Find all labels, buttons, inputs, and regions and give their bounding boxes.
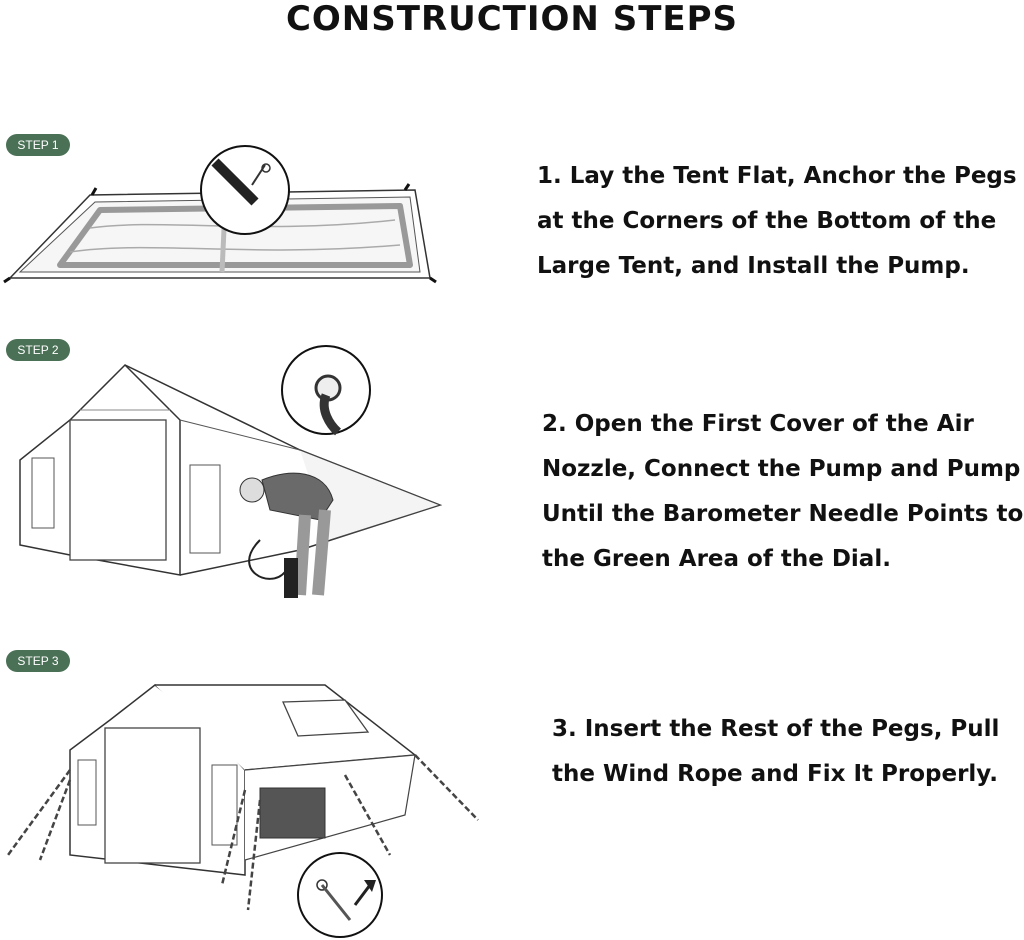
step-3-badge: STEP 3 bbox=[6, 650, 70, 672]
step-2-line: 2. Open the First Cover of the Air bbox=[542, 402, 1023, 447]
step-3-line: the Wind Rope and Fix It Properly. bbox=[552, 752, 999, 797]
step-1-line: at the Corners of the Bottom of the bbox=[537, 199, 1017, 244]
step-2-illustration bbox=[0, 340, 450, 610]
step-1-line: 1. Lay the Tent Flat, Anchor the Pegs bbox=[537, 154, 1017, 199]
step-1-illustration bbox=[0, 140, 440, 300]
step-2-description: 2. Open the First Cover of the Air Nozzl… bbox=[542, 402, 1023, 582]
page-title: CONSTRUCTION STEPS bbox=[0, 0, 1024, 38]
step-3-illustration bbox=[0, 680, 480, 940]
step-1-line: Large Tent, and Install the Pump. bbox=[537, 244, 1017, 289]
step-2-line: the Green Area of the Dial. bbox=[542, 537, 1023, 582]
step-2-line: Until the Barometer Needle Points to bbox=[542, 492, 1023, 537]
step-3-description: 3. Insert the Rest of the Pegs, Pull the… bbox=[552, 707, 999, 797]
step-3-line: 3. Insert the Rest of the Pegs, Pull bbox=[552, 707, 999, 752]
step-1-description: 1. Lay the Tent Flat, Anchor the Pegs at… bbox=[537, 154, 1017, 289]
step-2-line: Nozzle, Connect the Pump and Pump bbox=[542, 447, 1023, 492]
